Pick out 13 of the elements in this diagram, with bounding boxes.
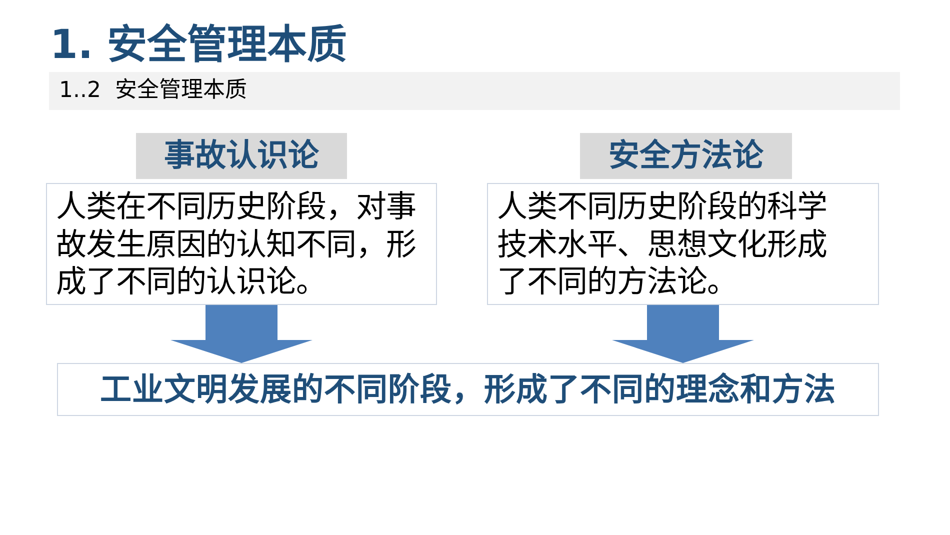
conclusion-text: 工业文明发展的不同阶段，形成了不同的理念和方法	[100, 370, 836, 410]
heading-panel	[136, 133, 347, 179]
block-arrow	[612, 305, 754, 363]
subtitle-band: 1..2 安全管理本质	[49, 72, 900, 110]
slide-title: 1. 安全管理本质	[50, 21, 347, 70]
heading-text: 安全方法论	[608, 137, 764, 176]
text-box	[487, 183, 879, 305]
description-text: 人类不同历史阶段的科学技术水平、思想文化形成了不同的方法论。	[497, 189, 828, 302]
heading-panel	[580, 133, 792, 179]
heading-text: 事故认识论	[164, 137, 319, 176]
conclusion-box	[57, 363, 879, 416]
description-text: 人类在不同历史阶段，对事故发生原因的认知不同，形成了不同的认识论。	[56, 189, 417, 302]
block-arrow	[170, 305, 312, 363]
